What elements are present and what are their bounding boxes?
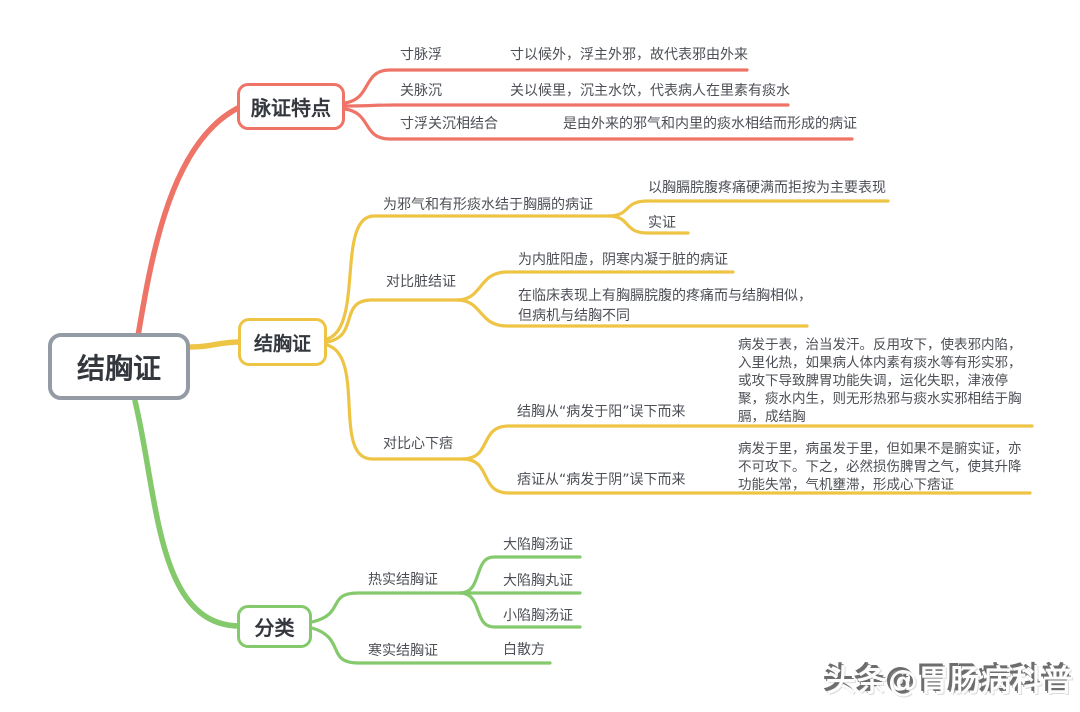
edge-classification-child2 [310,626,552,665]
node-xiao-xianxiong-tang[interactable]: 小陷胸汤证 [503,608,573,624]
edge-syndrome-child1 [325,214,610,341]
node-guan-mai-chen[interactable]: 关脉沉 [400,83,442,99]
node-jiexiong-origin-detail[interactable]: 病发于表，治当发汗。反用攻下，使表邪内陷， 入里化热，如果病人体内素有痰水等有形… [738,337,1022,425]
edge-syndrome-child3 [325,343,464,461]
watermark-text: 头条@胃肠病科普 [826,664,1074,699]
edge-syndrome-child1-sub1 [606,199,890,218]
edge-syndrome-child2-sub1 [455,270,735,302]
edge-syndrome-child2 [325,298,459,344]
syndrome-branch-label: 结胸证 [253,332,311,355]
node-guan-mai-chen-detail[interactable]: 关以候里，沉主水饮，代表病人在里素有痰水 [510,83,790,99]
edge-classification-sub3 [458,591,582,629]
edge-pulse-row1 [343,68,749,105]
node-zangjie-definition[interactable]: 为内脏阳虚，阴寒内凝于脏的病证 [518,252,728,268]
classification-branch-label: 分类 [254,616,295,640]
node-syndrome-definition[interactable]: 为邪气和有形痰水结于胸膈的病证 [383,197,593,213]
edge-pulse-trunk [135,104,243,339]
node-compare-zangjie[interactable]: 对比脏结证 [386,274,456,290]
edge-classification-child1 [310,591,462,624]
node-compare-xinxiapi[interactable]: 对比心下痞 [383,436,453,452]
classification-branch-node[interactable]: 分类 [237,605,312,648]
edge-syndrome-child3-sub2 [460,457,1032,495]
edge-pulse-row3 [343,107,854,141]
node-reshi-jiexiong[interactable]: 热实结胸证 [368,572,438,588]
edge-syndrome-child2-sub2 [455,298,809,328]
node-zangjie-clinical[interactable]: 在临床表现上有胸膈脘腹的疼痛而与结胸相似， 但病机与结胸不同 [518,288,812,324]
root-node[interactable]: 结胸证 [48,333,190,400]
edge-syndrome-child3-sub1 [460,424,1034,461]
node-shi-zheng[interactable]: 实证 [648,215,676,231]
edge-classification-trunk [132,398,243,629]
edge-syndrome-trunk [188,339,244,350]
node-da-xianxiong-wan[interactable]: 大陷胸丸证 [503,573,573,589]
node-pizheng-origin[interactable]: 痞证从“病发于阴”误下而来 [517,472,686,488]
pulse-branch-node[interactable]: 脉证特点 [237,83,345,130]
edge-syndrome-child1-sub2 [606,214,690,235]
node-cun-fu-guan-chen[interactable]: 寸浮关沉相结合 [400,116,498,132]
node-hanshi-jiexiong[interactable]: 寒实结胸证 [368,643,438,659]
node-pizheng-origin-detail[interactable]: 病发于里，病虽发于里，但如果不是腑实证，亦 不可攻下。下之，必然损伤脾胃之气，使… [738,441,1022,493]
pulse-branch-label: 脉证特点 [251,96,331,120]
root-node-label: 结胸证 [76,351,161,385]
node-cun-fu-guan-chen-detail[interactable]: 是由外来的邪气和内里的痰水相结而形成的病证 [563,116,857,132]
node-jiexiong-origin[interactable]: 结胸从“病发于阳”误下而来 [517,404,686,420]
node-cun-mai-fu[interactable]: 寸脉浮 [400,47,442,63]
syndrome-branch-node[interactable]: 结胸证 [238,318,327,366]
node-da-xianxiong-tang[interactable]: 大陷胸汤证 [503,537,573,553]
node-main-manifestation[interactable]: 以胸膈脘腹疼痛硬满而拒按为主要表现 [648,180,886,196]
edge-pulse-row2 [343,103,790,108]
node-cun-mai-fu-detail[interactable]: 寸以候外，浮主外邪，故代表邪由外来 [510,47,748,63]
node-baisanfang[interactable]: 白散方 [503,642,545,658]
